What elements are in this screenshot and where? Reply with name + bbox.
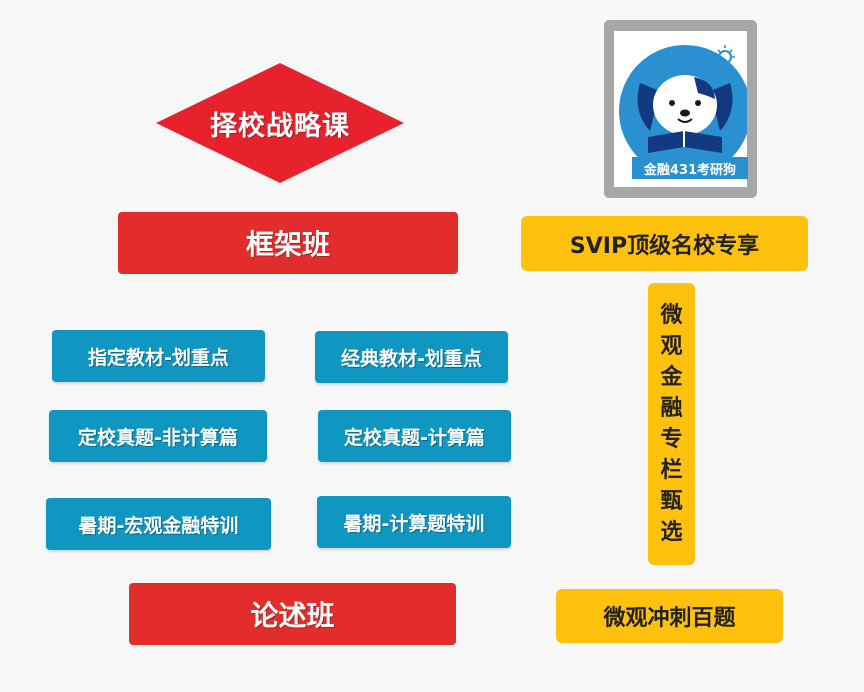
micro-sprint-label: 微观冲刺百题: [603, 600, 735, 632]
column-char: 金: [660, 362, 682, 393]
module-label: 指定教材-划重点: [88, 343, 229, 370]
svip-label: SVIP顶级名校专享: [570, 228, 759, 260]
column-char: 观: [660, 331, 682, 362]
module-box-past-exams-calc: 定校真题-计算篇: [318, 410, 511, 462]
micro-sprint-box: 微观冲刺百题: [556, 589, 783, 643]
column-char: 甄: [660, 486, 682, 517]
brand-logo: 金融431考研狗: [604, 20, 757, 198]
module-box-classic-textbook: 经典教材-划重点: [315, 331, 508, 383]
module-label: 暑期-宏观金融特训: [79, 511, 239, 538]
module-label: 暑期-计算题特训: [344, 509, 485, 536]
module-label: 定校真题-非计算篇: [78, 423, 238, 450]
logo-caption: 金融431考研狗: [632, 157, 748, 179]
module-box-summer-macro: 暑期-宏观金融特训: [46, 498, 271, 550]
module-label: 经典教材-划重点: [341, 344, 482, 371]
column-char: 栏: [660, 455, 682, 486]
framework-class-box: 框架班: [118, 212, 458, 274]
logo-background: 金融431考研狗: [614, 31, 747, 187]
strategy-course-label: 择校战略课: [210, 104, 350, 143]
column-char: 专: [660, 424, 682, 455]
module-box-designated-textbook: 指定教材-划重点: [52, 330, 265, 382]
framework-class-label: 框架班: [246, 223, 330, 263]
module-box-past-exams-noncalc: 定校真题-非计算篇: [49, 410, 267, 462]
column-char: 融: [660, 393, 682, 424]
essay-class-box: 论述班: [129, 583, 456, 645]
module-box-summer-calc: 暑期-计算题特训: [317, 496, 511, 548]
micro-finance-column: 微 观 金 融 专 栏 甄 选: [648, 283, 695, 565]
essay-class-label: 论述班: [250, 594, 334, 634]
svip-box: SVIP顶级名校专享: [521, 216, 808, 271]
column-char: 选: [660, 517, 682, 548]
column-char: 微: [660, 300, 682, 331]
module-label: 定校真题-计算篇: [344, 423, 485, 450]
strategy-course-diamond: 择校战略课: [156, 63, 404, 183]
